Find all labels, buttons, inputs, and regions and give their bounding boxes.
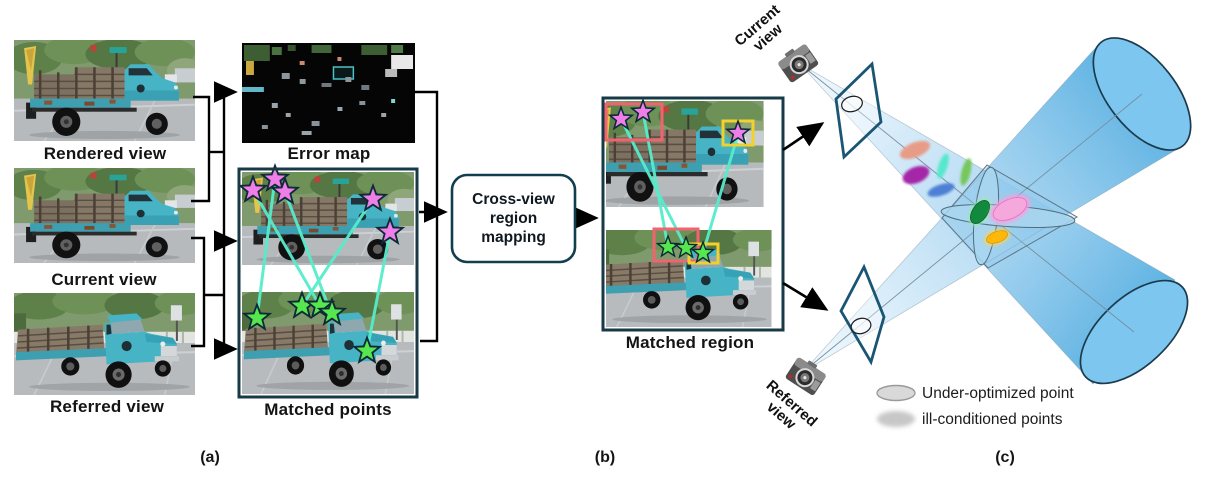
match-lines-a (251, 178, 392, 352)
gaussian-points (899, 140, 1030, 245)
rendered-view-image (6, 36, 203, 141)
cross-view-box-line3: mapping (481, 229, 546, 246)
error-map-image (242, 43, 415, 143)
panel-b-to-planes-arrows (782, 122, 829, 311)
cross-view-mapping-box (450, 173, 577, 264)
legend-ill-conditioned: ill-conditioned points (922, 411, 1063, 428)
label-error-map: Error map (287, 144, 371, 163)
label-current-view: Current view (51, 270, 157, 289)
flow-arrows (419, 201, 599, 229)
referred-view-image (9, 288, 205, 395)
label-matched-region: Matched region (625, 333, 755, 352)
legend-under-optimized: Under-optimized point (922, 385, 1074, 402)
panel-a (6, 36, 439, 399)
cross-view-box-line2: region (489, 210, 538, 227)
region-boxes (604, 102, 755, 265)
matched-region-top-image (582, 97, 771, 207)
panel-b (582, 96, 829, 332)
matched-points-panel (234, 163, 421, 399)
panel-tag-c: (c) (995, 449, 1015, 466)
legend-swatches (876, 384, 916, 427)
image-plane-current (834, 61, 883, 160)
label-rendered-view: Rendered view (43, 144, 167, 163)
image-plane-referred (839, 263, 886, 366)
cross-view-box-label: Cross-view region mapping (452, 175, 575, 262)
panel-tag-a: (a) (200, 449, 220, 466)
panel-c (774, 37, 1192, 427)
label-matched-points: Matched points (264, 400, 392, 419)
panel-tag-b: (b) (594, 449, 616, 466)
label-referred-view: Referred view (49, 397, 165, 416)
matched-points-top-image (234, 168, 421, 265)
current-view-image (6, 164, 203, 263)
cross-view-box-line1: Cross-view (472, 191, 555, 208)
